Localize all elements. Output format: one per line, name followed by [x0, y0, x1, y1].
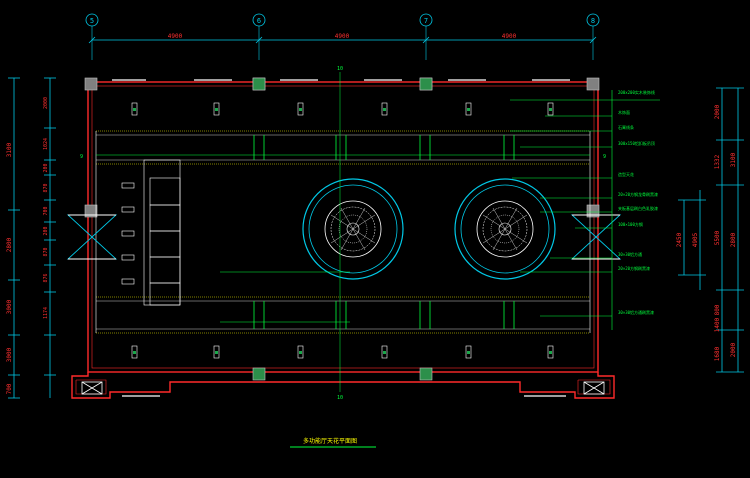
left-outer-dim-2: 2800	[6, 237, 13, 252]
center-mark-right: 9	[603, 154, 606, 160]
drawing-title: 多功能厅天花平面图	[303, 437, 357, 445]
annotation-label-2: 木饰面	[618, 109, 630, 115]
annotation-labels: 200x200实木装饰线 木饰面 石膏线条 300x150铝扣板吊顶 造型天花 …	[618, 89, 658, 315]
grid-axis-6: 6	[252, 13, 266, 60]
right-dim-1: 2000	[714, 104, 721, 119]
top-dimension-3: 4900	[502, 33, 517, 40]
annotation-label-8: 100×100方钢	[618, 221, 643, 227]
right-dim-8: 1680	[714, 346, 721, 361]
right-dim-5: 5500	[714, 230, 721, 245]
left-circular-medallion	[302, 178, 404, 280]
left-outer-dim-5: 700	[6, 383, 13, 394]
grid-axis-8-label: 8	[591, 17, 595, 25]
grid-axis-5-label: 5	[90, 17, 94, 25]
columns	[84, 77, 600, 381]
bottom-row-fixtures	[131, 345, 554, 359]
left-inner-dim-9: 1174	[43, 307, 49, 319]
center-mark-left: 9	[80, 154, 83, 160]
ceiling-bands	[95, 130, 591, 334]
right-dimensions: 2000 1332 2450 4905 5500 800 1400 1680 2…	[676, 87, 744, 373]
top-row-fixtures	[131, 102, 554, 116]
top-grid-axes: 5 6 7 8 4900 4900 4900	[85, 13, 600, 60]
left-hourglass-fixture	[66, 214, 118, 260]
grid-axis-6-label: 6	[257, 17, 261, 25]
left-inner-dim-1: 2000	[43, 97, 49, 109]
right-circular-medallion	[454, 178, 556, 280]
left-inner-dim-6: 200	[43, 226, 49, 235]
grid-axis-7: 7	[419, 13, 433, 60]
left-inner-dim-2: 1024	[43, 138, 49, 150]
center-mark-top: 10	[337, 66, 343, 72]
right-dim-3: 2450	[676, 232, 683, 247]
annotation-label-11: 30×30铝方通刷黑漆	[618, 309, 654, 315]
light-fixtures	[121, 102, 554, 359]
right-dim-9: 2000	[730, 342, 737, 357]
top-wall-openings	[112, 79, 570, 397]
right-hourglass-fixture	[570, 214, 622, 260]
top-dimension-2: 4900	[335, 33, 350, 40]
left-inner-dim-3: 200	[43, 163, 49, 172]
annotation-label-6: 20×20方钢龙骨刷黑漆	[618, 191, 658, 197]
annotation-label-3: 石膏线条	[618, 124, 634, 130]
annotation-label-1: 200x200实木装饰线	[618, 89, 655, 95]
grid-axis-7-label: 7	[424, 17, 428, 25]
grid-axis-8: 8	[586, 13, 600, 60]
center-axis: 10 10 9 9	[80, 66, 606, 401]
right-dim-4: 4905	[692, 232, 699, 247]
left-outer-dim-1: 3100	[6, 142, 13, 157]
annotation-label-7: 夹板基层刷白色乳胶漆	[618, 205, 658, 211]
center-mark-bottom: 10	[337, 395, 343, 401]
grid-axis-5: 5	[85, 13, 99, 60]
left-dimensions: 3100 2800 3000 3000 700 2000 1024 200 87…	[6, 77, 56, 399]
right-red-dim-2: 2800	[730, 232, 737, 247]
left-column-fixtures	[121, 182, 135, 285]
right-dim-7: 1400	[714, 317, 721, 332]
drawing-title-block: 多功能厅天花平面图	[290, 437, 376, 448]
top-dimension-1: 4900	[168, 33, 183, 40]
left-inner-dim-8: 876	[43, 273, 49, 282]
room-walls	[71, 81, 615, 399]
annotation-label-10: 20×20方钢刷黑漆	[618, 265, 650, 271]
left-outer-dim-3: 3000	[6, 299, 13, 314]
right-dim-6: 800	[714, 304, 721, 315]
annotation-label-5: 造型天花	[618, 171, 634, 177]
corner-shafts	[81, 381, 605, 395]
right-red-dim-1: 3100	[730, 152, 737, 167]
annotation-label-9: 30×30铝方通	[618, 251, 642, 257]
annotation-label-4: 300x150铝扣板吊顶	[618, 140, 655, 146]
left-inner-dim-4: 870	[43, 183, 49, 192]
left-ladder-block	[143, 159, 181, 306]
left-inner-dim-7: 870	[43, 247, 49, 256]
right-dim-2: 1332	[714, 154, 721, 169]
annotation-leaders	[220, 90, 660, 330]
left-outer-dim-4: 3000	[6, 347, 13, 362]
left-inner-dim-5: 700	[43, 206, 49, 215]
